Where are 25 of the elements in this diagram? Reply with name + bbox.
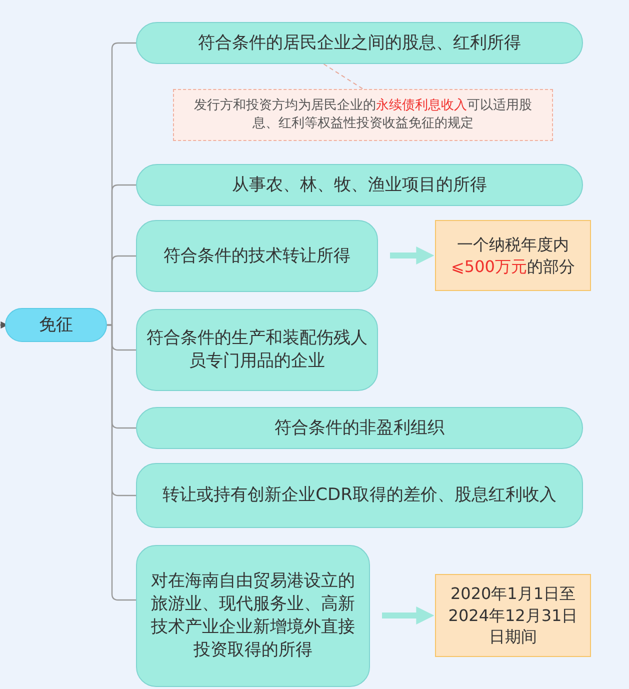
node-text: 符合条件的生产和装配伤残人员专门用品的企业 bbox=[146, 327, 368, 373]
branch-box bbox=[136, 545, 370, 687]
node-text: 2020年1月1日至2024年12月31日日期间 bbox=[447, 583, 579, 648]
connector-line bbox=[323, 64, 364, 90]
node-text: 对在海南自由贸易港设立的旅游业、现代服务业、高新技术产业企业新增境外直接投资取得的所得 bbox=[150, 570, 356, 662]
branch-pill bbox=[136, 22, 583, 64]
branch-box bbox=[136, 463, 583, 528]
condition-box bbox=[435, 220, 591, 291]
node-text: 符合条件的非盈利组织 bbox=[274, 416, 444, 440]
node-text: 符合条件的居民企业之间的股息、红利所得 bbox=[198, 32, 521, 54]
note-box bbox=[173, 89, 553, 141]
branch-box bbox=[136, 309, 378, 391]
node-text: 一个纳税年度内⩽500万元的部分 bbox=[450, 234, 576, 278]
arrow bbox=[382, 606, 434, 624]
branch-box bbox=[136, 220, 378, 292]
node-text: 符合条件的技术转让所得 bbox=[164, 244, 350, 268]
condition-box bbox=[435, 574, 591, 657]
branch-pill bbox=[136, 407, 583, 449]
node-text: 从事农、林、牧、渔业项目的所得 bbox=[232, 174, 487, 196]
node-text: 免征 bbox=[39, 314, 73, 336]
topic-pill bbox=[5, 308, 107, 342]
node-text: 转让或持有创新企业CDR取得的差价、股息红利收入 bbox=[162, 484, 556, 507]
node-text: 发行方和投资方均为居民企业的永续债利息收入可以适用股息、红利等权益性投资收益免征的规定 bbox=[193, 97, 533, 133]
branch-pill bbox=[136, 164, 583, 206]
arrow bbox=[390, 246, 434, 264]
